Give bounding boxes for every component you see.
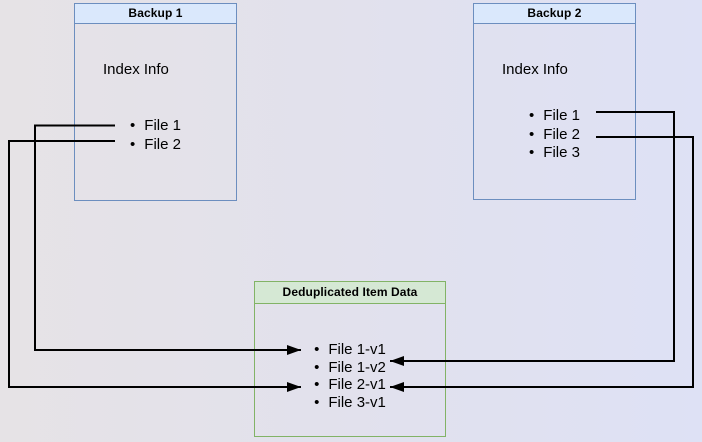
bullet-icon: • (529, 107, 535, 124)
file-label: File 3 (543, 144, 580, 161)
file-label: File 1 (144, 117, 181, 134)
backup1-box: Backup 1 Index Info • File 1 • File 2 (74, 3, 237, 201)
file-label: File 3-v1 (328, 393, 386, 411)
file-label: File 1-v1 (328, 341, 386, 358)
dedup-title: Deduplicated Item Data (255, 282, 445, 304)
backup1-title: Backup 1 (75, 4, 236, 24)
list-item: • File 1-v1 (255, 341, 445, 359)
bullet-icon: • (529, 144, 535, 161)
list-item: • File 3-v1 (255, 394, 445, 412)
list-item: • File 2 (474, 126, 635, 145)
bullet-icon: • (130, 117, 136, 134)
backup1-index-info-label: Index Info (103, 61, 169, 78)
list-item: • File 2-v1 (255, 376, 445, 394)
backup2-index-info-label: Index Info (502, 61, 568, 78)
list-item: • File 2 (75, 136, 236, 155)
list-item: • File 3 (474, 144, 635, 163)
list-item: • File 1-v2 (255, 359, 445, 377)
file-label: File 1 (543, 107, 580, 124)
backup2-box: Backup 2 Index Info • File 1 • File 2 • Fil… (473, 3, 636, 200)
dedup-file-list: • File 1-v1 • File 1-v2 • File 2-v1 • File 3… (255, 341, 445, 411)
backup2-title: Backup 2 (474, 4, 635, 24)
bullet-icon: • (130, 135, 136, 153)
list-item: • File 1 (474, 107, 635, 126)
deduplicated-item-data-box: Deduplicated Item Data • File 1-v1 • File … (254, 281, 446, 437)
bullet-icon: • (314, 376, 320, 393)
backup2-file-list: • File 1 • File 2 • File 3 (474, 107, 635, 163)
list-item: • File 1 (75, 117, 236, 136)
bullet-icon: • (314, 358, 320, 376)
file-label: File 2 (543, 125, 580, 143)
file-label: File 2-v1 (328, 376, 386, 393)
bullet-icon: • (314, 341, 320, 358)
file-label: File 1-v2 (328, 358, 386, 376)
backup1-file-list: • File 1 • File 2 (75, 117, 236, 154)
file-label: File 2 (144, 135, 181, 153)
bullet-icon: • (529, 125, 535, 143)
bullet-icon: • (314, 393, 320, 411)
